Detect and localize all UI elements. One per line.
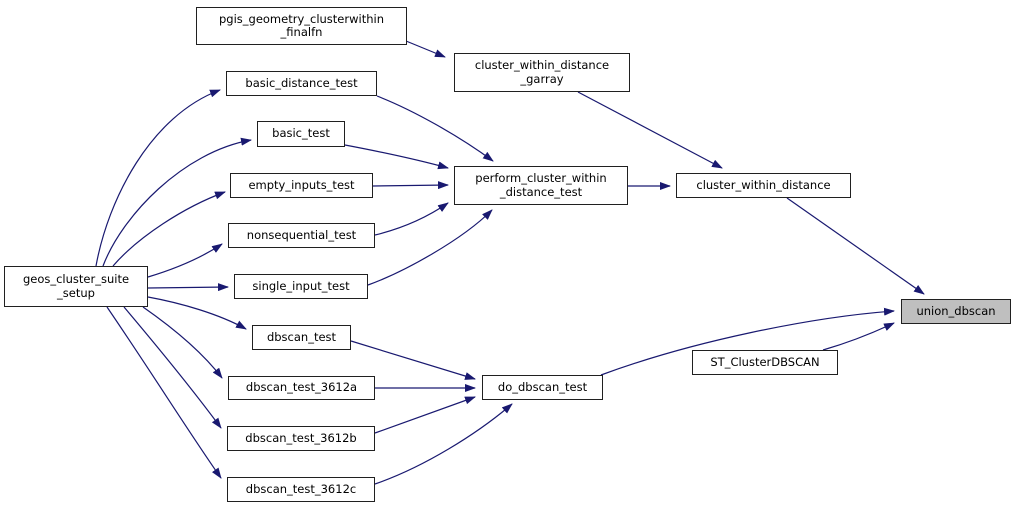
edge-geos_cluster_suite_setup-to-basic_distance_test <box>95 89 221 267</box>
edge-pgis_geometry_clusterwithin_finalfn-to-cluster_within_distance_garray <box>405 40 446 58</box>
node-union_dbscan[interactable]: union_dbscan <box>901 299 1011 324</box>
edge-dbscan_test_3612b-to-do_dbscan_test <box>374 396 476 434</box>
node-pgis_geometry_clusterwithin_finalfn[interactable]: pgis_geometry_clusterwithin _finalfn <box>196 7 407 45</box>
edge-geos_cluster_suite_setup-to-empty_inputs_test <box>112 191 226 267</box>
edge-cluster_within_distance_garray-to-cluster_within_distance <box>577 91 723 169</box>
edge-geos_cluster_suite_setup-to-dbscan_test_3612a <box>142 306 223 379</box>
node-empty_inputs_test[interactable]: empty_inputs_test <box>230 173 373 198</box>
edge-empty_inputs_test-to-perform_cluster_within_distance_test <box>372 181 449 190</box>
edge-dbscan_test_3612c-to-do_dbscan_test <box>374 403 513 485</box>
edge-do_dbscan_test-to-union_dbscan <box>600 307 895 376</box>
edge-nonsequential_test-to-perform_cluster_within_distance_test <box>374 202 449 236</box>
node-cluster_within_distance[interactable]: cluster_within_distance <box>676 173 851 198</box>
node-do_dbscan_test[interactable]: do_dbscan_test <box>482 375 603 400</box>
edge-cluster_within_distance-to-union_dbscan <box>786 197 925 295</box>
edge-dbscan_test-to-do_dbscan_test <box>350 340 476 380</box>
edge-ST_ClusterDBSCAN-to-union_dbscan <box>822 322 895 351</box>
edge-basic_distance_test-to-perform_cluster_within_distance_test <box>376 95 494 162</box>
node-perform_cluster_within_distance_test[interactable]: perform_cluster_within _distance_test <box>454 166 628 205</box>
edge-geos_cluster_suite_setup-to-nonsequential_test <box>147 243 223 278</box>
node-basic_distance_test[interactable]: basic_distance_test <box>226 71 377 96</box>
edge-single_input_test-to-perform_cluster_within_distance_test <box>367 209 493 286</box>
edge-geos_cluster_suite_setup-to-dbscan_test_3612b <box>123 306 222 429</box>
edge-basic_test-to-perform_cluster_within_distance_test <box>344 144 449 170</box>
node-basic_test[interactable]: basic_test <box>257 121 345 147</box>
node-dbscan_test_3612b[interactable]: dbscan_test_3612b <box>227 426 375 451</box>
edge-geos_cluster_suite_setup-to-dbscan_test <box>147 296 247 330</box>
node-ST_ClusterDBSCAN[interactable]: ST_ClusterDBSCAN <box>692 350 838 375</box>
node-dbscan_test[interactable]: dbscan_test <box>252 325 351 350</box>
edge-geos_cluster_suite_setup-to-basic_test <box>102 137 252 267</box>
node-geos_cluster_suite_setup[interactable]: geos_cluster_suite _setup <box>4 266 148 307</box>
node-nonsequential_test[interactable]: nonsequential_test <box>228 223 375 248</box>
node-dbscan_test_3612c[interactable]: dbscan_test_3612c <box>227 477 375 502</box>
node-dbscan_test_3612a[interactable]: dbscan_test_3612a <box>228 376 375 400</box>
edge-geos_cluster_suite_setup-to-dbscan_test_3612c <box>106 306 222 479</box>
edge-geos_cluster_suite_setup-to-single_input_test <box>147 283 229 292</box>
node-single_input_test[interactable]: single_input_test <box>234 274 368 299</box>
node-cluster_within_distance_garray[interactable]: cluster_within_distance _garray <box>454 53 630 92</box>
